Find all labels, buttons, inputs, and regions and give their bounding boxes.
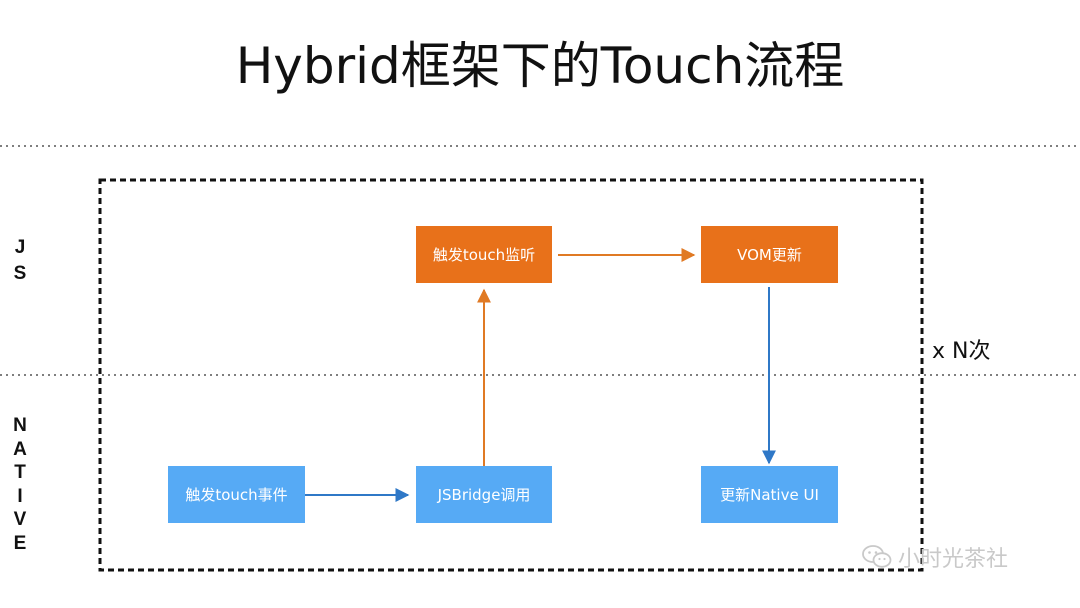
loop-boundary <box>98 178 924 572</box>
wechat-icon <box>862 545 892 568</box>
node-touch-event-label: 触发touch事件 <box>185 486 288 504</box>
node-touch-listener-label: 触发touch监听 <box>432 246 536 264</box>
lane-label-js: J S <box>13 237 27 284</box>
node-touch-listener: 触发touch监听 <box>416 226 552 283</box>
node-jsbridge-call-label: JSBridge调用 <box>437 486 531 504</box>
repeat-count-label: x N次 <box>932 339 991 364</box>
node-vom-update: VOM更新 <box>701 226 838 283</box>
node-native-ui-update-label: 更新Native UI <box>720 486 819 504</box>
watermark-text: 小时光茶社 <box>898 547 1009 572</box>
node-vom-update-label: VOM更新 <box>737 246 802 264</box>
page-title: Hybrid框架下的Touch流程 <box>235 37 845 95</box>
node-touch-event: 触发touch事件 <box>168 466 305 523</box>
node-native-ui-update: 更新Native UI <box>701 466 838 523</box>
watermark: 小时光茶社 <box>862 541 1008 573</box>
lane-label-native: N A T I V E <box>13 415 27 554</box>
node-jsbridge-call: JSBridge调用 <box>416 466 552 523</box>
